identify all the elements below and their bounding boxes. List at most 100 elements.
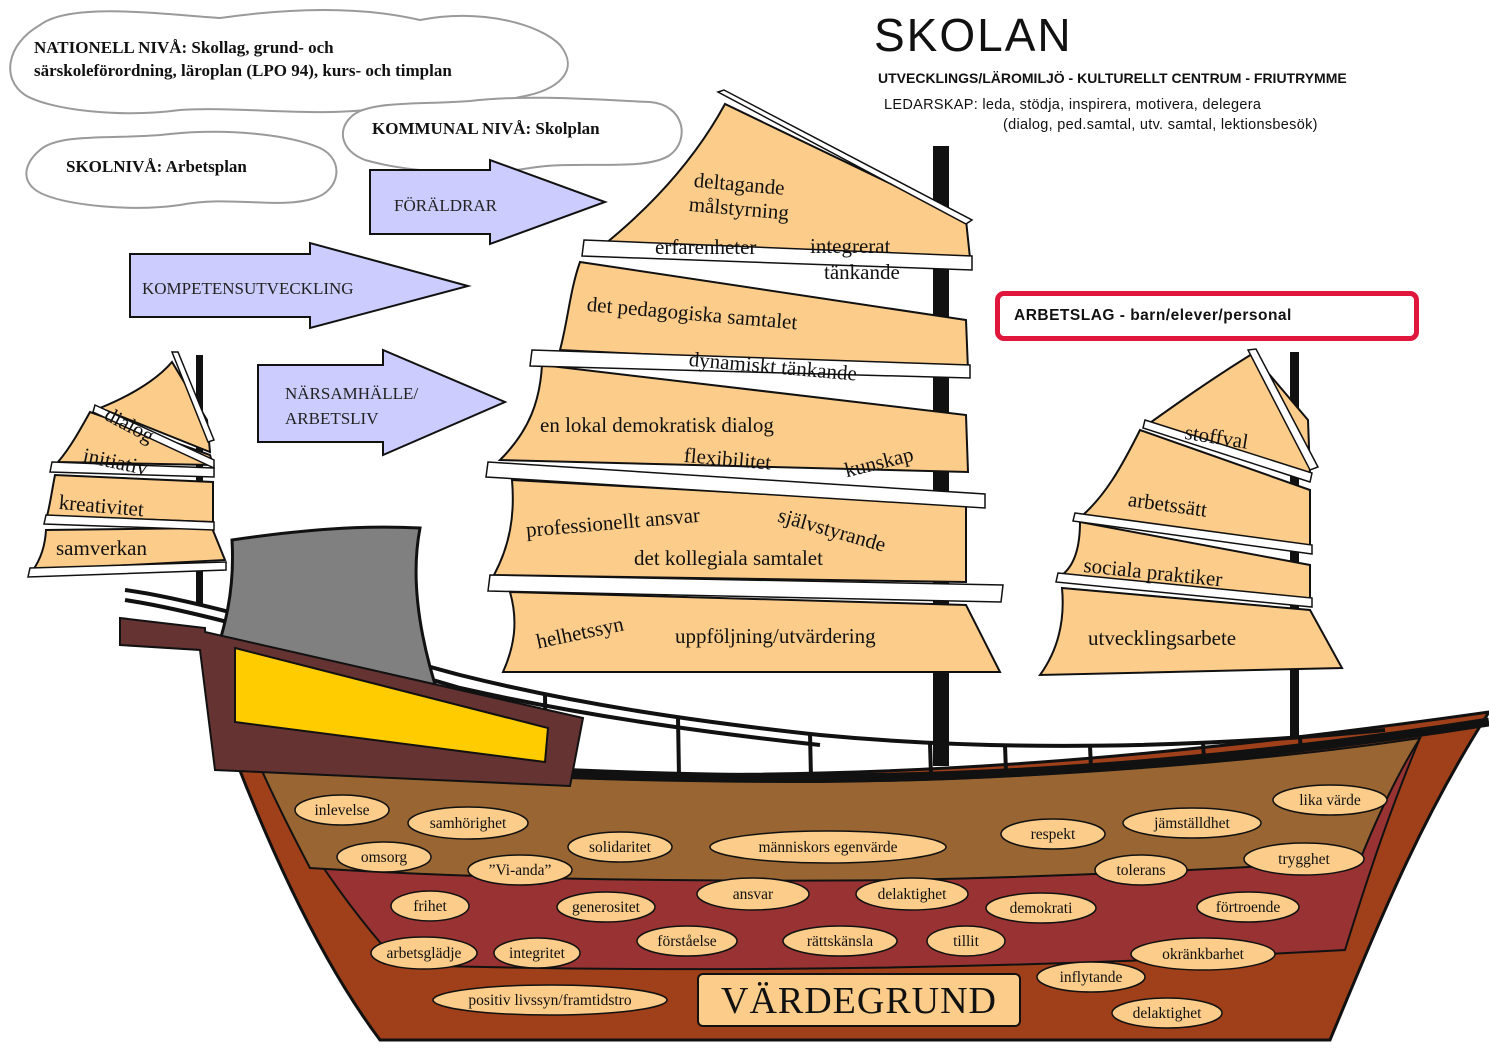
value-oval-shape <box>1036 961 1146 993</box>
batten-center-2 <box>529 349 971 379</box>
batten-left-4 <box>27 561 227 578</box>
batten-right-3 <box>1055 572 1313 608</box>
value-label: människors egenvärde <box>758 839 897 856</box>
value-oval-shape <box>556 891 656 923</box>
arbetslag-box: ARBETSLAG - barn/elever/personal <box>995 291 1419 341</box>
value-oval: omsorg <box>336 841 432 873</box>
value-oval-shape <box>407 806 529 840</box>
value-oval: frihet <box>390 890 470 922</box>
value-label: förståelse <box>657 933 717 950</box>
sail-left-panel-4 <box>31 526 227 572</box>
value-oval: respekt <box>1000 818 1106 850</box>
arrow-foraldrar <box>369 158 608 246</box>
value-label: trygghet <box>1278 851 1330 868</box>
sail-left-panel-1 <box>97 360 212 454</box>
sail-center-panel-5 <box>501 590 1002 673</box>
value-oval-shape <box>1111 997 1223 1029</box>
value-oval-shape <box>696 877 810 911</box>
value-label: lika värde <box>1299 792 1361 809</box>
value-oval: demokrati <box>985 892 1097 924</box>
value-label: rättskänsla <box>807 933 873 950</box>
mast-left <box>196 355 203 605</box>
diagram-subtitle: UTVECKLINGS/LÄROMILJÖ - KULTURELLT CENTR… <box>878 70 1347 86</box>
value-oval-shape <box>336 841 432 873</box>
value-oval: positiv livssyn/framtidstro <box>432 984 668 1016</box>
batten-right-2 <box>1072 512 1313 555</box>
value-label: inlevelse <box>314 802 369 819</box>
value-oval: integritet <box>493 937 581 969</box>
leadership-line-2: (dialog, ped.samtal, utv. samtal, lektio… <box>1003 117 1318 133</box>
value-oval: okränkbarhet <box>1130 937 1276 971</box>
value-oval: jämställdhet <box>1122 807 1262 839</box>
value-oval-shape <box>782 925 898 957</box>
value-oval-shape <box>370 936 478 970</box>
value-label: arbetsglädje <box>387 945 462 962</box>
value-oval: samhörighet <box>407 806 529 840</box>
cloud-national-line-1: NATIONELL NIVÅ: Skollag, grund- och <box>34 38 334 57</box>
batten-center-0 <box>716 89 974 225</box>
value-oval: arbetsglädje <box>370 936 478 970</box>
value-oval: lika värde <box>1272 784 1388 816</box>
value-oval-shape <box>709 830 947 864</box>
cloud-kommunal-label: KOMMUNAL NIVÅ: Skolplan <box>372 119 600 138</box>
batten-center-4 <box>487 574 1004 603</box>
stern-window <box>234 646 550 764</box>
value-oval: ansvar <box>696 877 810 911</box>
cloud-skolniva <box>25 130 338 209</box>
value-oval-shape <box>1243 842 1365 876</box>
value-label: frihet <box>413 898 447 915</box>
sail-center-kollegiala: det kollegiala samtalet <box>634 546 823 570</box>
value-label: ansvar <box>733 886 774 903</box>
sail-right-utveckling: utvecklingsarbete <box>1088 626 1237 650</box>
value-oval-shape <box>1130 937 1276 971</box>
value-label: jämställdhet <box>1153 815 1230 832</box>
value-oval-shape <box>493 937 581 969</box>
value-oval: rättskänsla <box>782 925 898 957</box>
value-label: solidaritet <box>589 839 652 856</box>
value-oval-shape <box>390 890 470 922</box>
sail-left-samverkan: samverkan <box>56 536 147 560</box>
value-label: generositet <box>572 899 641 916</box>
arrow-foraldrar-label: FÖRÄLDRAR <box>394 196 497 215</box>
value-oval-shape <box>1122 807 1262 839</box>
arrow-kompetens <box>129 241 472 330</box>
batten-center-3 <box>485 461 986 509</box>
value-label: samhörighet <box>430 815 507 832</box>
value-label: inflytande <box>1060 969 1123 986</box>
value-oval-shape <box>567 831 673 863</box>
value-oval: tolerans <box>1094 854 1188 886</box>
value-label: tillit <box>953 933 980 950</box>
vardegrund-label: VÄRDEGRUND <box>697 973 1021 1027</box>
batten-left-3 <box>43 514 215 531</box>
value-oval: förtroende <box>1196 891 1300 923</box>
value-label: omsorg <box>361 849 407 866</box>
value-oval: inlevelse <box>294 794 390 826</box>
value-oval: människors egenvärde <box>709 830 947 864</box>
value-oval: ”Vi-anda” <box>467 854 573 886</box>
sail-center-uppfoljning: uppföljning/utvärdering <box>675 624 876 648</box>
value-label: respekt <box>1031 826 1076 843</box>
value-oval: tillit <box>926 925 1006 957</box>
value-oval-shape <box>1000 818 1106 850</box>
value-oval: generositet <box>556 891 656 923</box>
value-oval-shape <box>1196 891 1300 923</box>
value-oval: trygghet <box>1243 842 1365 876</box>
value-oval-shape <box>432 984 668 1016</box>
value-oval: förståelse <box>636 925 738 957</box>
value-oval-shape <box>1094 854 1188 886</box>
sail-left-panel-2 <box>55 410 215 467</box>
leadership-line-1: LEDARSKAP: leda, stödja, inspirera, moti… <box>884 97 1262 113</box>
sail-center-panel-3 <box>497 363 970 474</box>
cloud-skolniva-label: SKOLNIVÅ: Arbetsplan <box>66 157 247 176</box>
sail-center-panel-4 <box>492 478 967 584</box>
value-oval-shape <box>985 892 1097 924</box>
value-label: demokrati <box>1010 900 1074 917</box>
value-label: ”Vi-anda” <box>489 862 552 879</box>
sail-center-lokal-dialog: en lokal demokratisk dialog <box>540 413 774 437</box>
batten-left-2 <box>49 461 215 478</box>
batten-left-0 <box>170 351 215 443</box>
cloud-national-line-2: särskoleförordning, läroplan (LPO 94), k… <box>34 61 452 80</box>
value-label: delaktighet <box>1133 1005 1203 1022</box>
arrow-narsamhalle <box>257 348 508 457</box>
